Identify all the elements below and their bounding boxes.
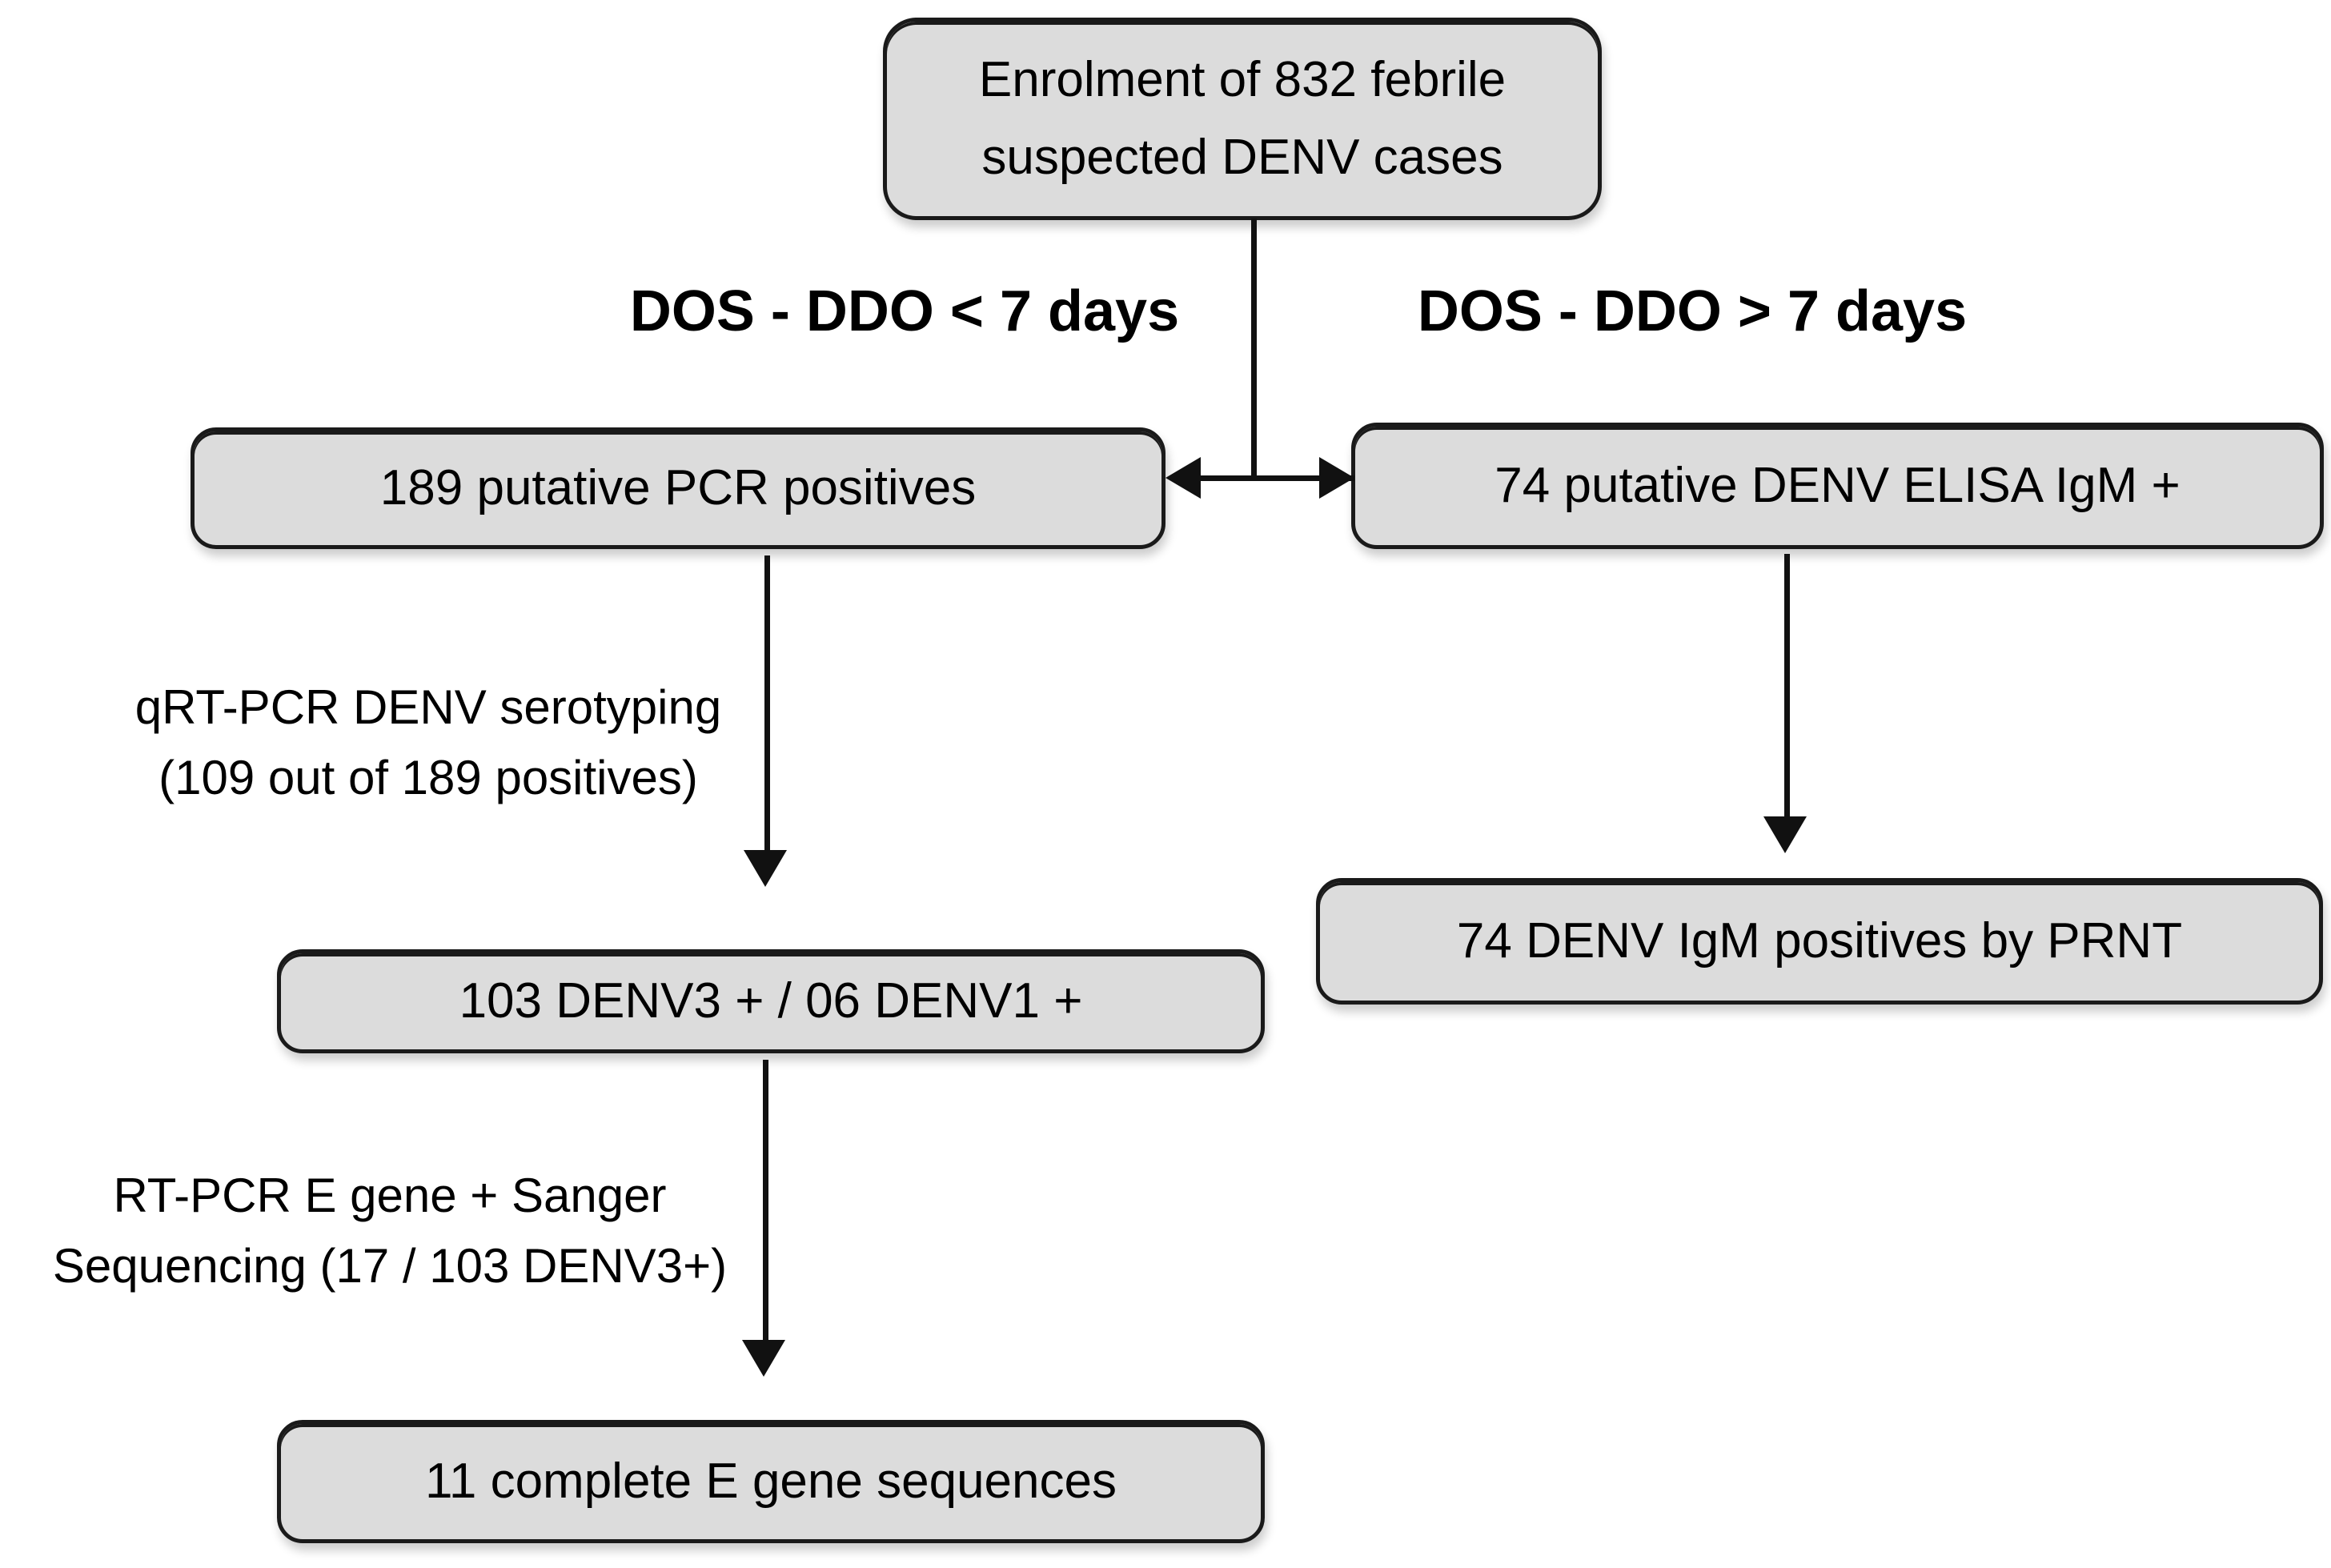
arrowhead-down-prnt-icon <box>1763 816 1807 853</box>
node-elisa-igm-positives: 74 putative DENV ELISA IgM + <box>1351 423 2324 549</box>
branch-label-over-7-days: DOS - DDO > 7 days <box>1417 279 1968 343</box>
node-enrolment-label: Enrolment of 832 febrile suspected DENV … <box>978 52 1507 185</box>
arrowhead-right-icon <box>1319 457 1354 499</box>
node-prnt-result-label: 74 DENV IgM positives by PRNT <box>1456 912 2183 968</box>
node-prnt-result: 74 DENV IgM positives by PRNT <box>1316 878 2323 1005</box>
connector-enrolment-down-line <box>1251 219 1257 480</box>
arrowhead-left-icon <box>1166 457 1201 499</box>
node-e-gene-sequences-label: 11 complete E gene sequences <box>424 1453 1117 1509</box>
connector-pcr-to-serotype-line <box>764 555 770 853</box>
connector-elisa-to-prnt-line <box>1784 554 1790 818</box>
edge-label-serotyping-line1: qRT-PCR DENV serotyping <box>134 680 722 734</box>
arrowhead-down-serotype-icon <box>744 850 787 887</box>
edge-label-serotyping: qRT-PCR DENV serotyping (109 out of 189 … <box>68 672 788 813</box>
node-pcr-positives: 189 putative PCR positives <box>191 427 1166 549</box>
node-enrolment: Enrolment of 832 febrile suspected DENV … <box>883 18 1602 220</box>
edge-label-sequencing-line1: RT-PCR E gene + Sanger <box>113 1169 667 1222</box>
node-serotyping-result-label: 103 DENV3 + / 06 DENV1 + <box>459 972 1083 1029</box>
connector-horizontal-line <box>1175 475 1354 481</box>
arrowhead-down-sequences-icon <box>742 1340 785 1377</box>
branch-label-under-7-days: DOS - DDO < 7 days <box>629 279 1180 343</box>
node-serotyping-result: 103 DENV3 + / 06 DENV1 + <box>277 949 1265 1053</box>
connector-serotype-to-sequences-line <box>763 1060 768 1341</box>
edge-label-sequencing-line2: Sequencing (17 / 103 DENV3+) <box>52 1239 728 1293</box>
edge-label-serotyping-line2: (109 out of 189 positives) <box>158 751 698 804</box>
node-e-gene-sequences: 11 complete E gene sequences <box>277 1420 1265 1543</box>
node-pcr-positives-label: 189 putative PCR positives <box>379 459 977 515</box>
edge-label-sequencing: RT-PCR E gene + Sanger Sequencing (17 / … <box>18 1161 762 1301</box>
node-elisa-igm-positives-label: 74 putative DENV ELISA IgM + <box>1494 457 2181 513</box>
